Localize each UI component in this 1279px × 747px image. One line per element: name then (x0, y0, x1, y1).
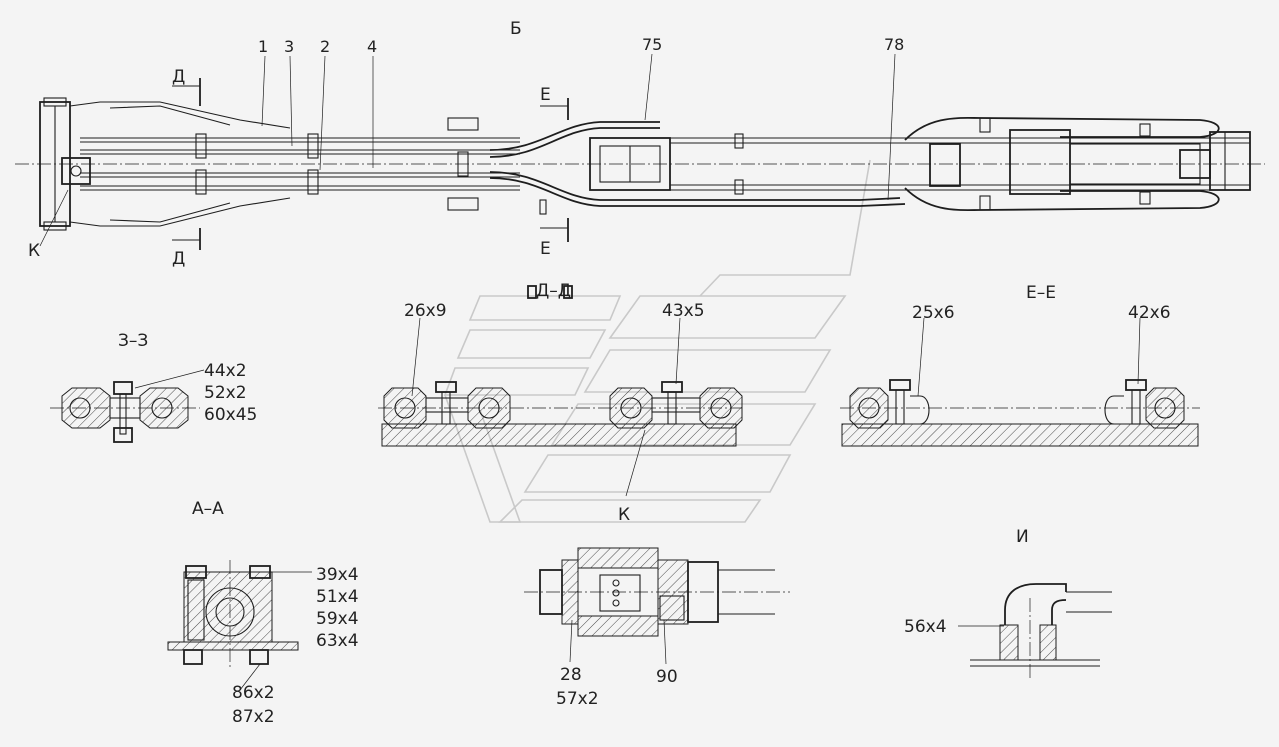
detail-i (958, 583, 1112, 680)
k-part-28: 28 (560, 665, 582, 685)
k-part-90: 90 (656, 667, 678, 687)
ee-part-25x6: 25x6 (912, 303, 955, 323)
ee-part-42x6: 42x6 (1128, 303, 1171, 323)
cut-d-top: Д (172, 67, 185, 87)
detail-i-title: И (1016, 527, 1029, 547)
section-dd (378, 285, 743, 497)
cut-e-bottom: Е (540, 239, 551, 259)
section-zz (50, 369, 205, 443)
section-ee (840, 317, 1200, 447)
detail-k (524, 547, 790, 665)
i-part-56x4: 56x4 (904, 617, 947, 637)
cut-d-bottom: Д (172, 249, 185, 269)
k-part-57x2: 57x2 (556, 689, 599, 709)
callout-4: 4 (367, 37, 377, 56)
cut-e-top: Е (540, 85, 551, 105)
aa-part-86x2: 86x2 (232, 683, 275, 703)
section-aa-title: А–А (192, 499, 224, 519)
label-k-dd: К (618, 505, 630, 525)
watermark-logo (443, 159, 871, 523)
callout-75: 75 (642, 35, 662, 54)
label-k-main: К (28, 241, 40, 261)
callout-3: 3 (284, 37, 294, 56)
aa-part-39x4: 39x4 (316, 565, 359, 585)
aa-part-59x4: 59x4 (316, 609, 359, 629)
section-dd-title: Д–Д (536, 281, 571, 301)
aa-part-51x4: 51x4 (316, 587, 359, 607)
zz-part-60x45: 60x45 (204, 405, 257, 425)
section-ee-title: Е–Е (1026, 283, 1056, 303)
zz-part-52x2: 52x2 (204, 383, 247, 403)
callout-78: 78 (884, 35, 904, 54)
section-aa (167, 560, 312, 691)
zz-part-44x2: 44x2 (204, 361, 247, 381)
callout-2: 2 (320, 37, 330, 56)
dd-part-26x9: 26x9 (404, 301, 447, 321)
main-view (15, 53, 1265, 250)
dd-part-43x5: 43x5 (662, 301, 705, 321)
section-zz-title: З–З (118, 331, 148, 351)
callout-1: 1 (258, 37, 268, 56)
aa-part-63x4: 63x4 (316, 631, 359, 651)
aa-part-87x2: 87x2 (232, 707, 275, 727)
label-b: Б (510, 19, 522, 39)
